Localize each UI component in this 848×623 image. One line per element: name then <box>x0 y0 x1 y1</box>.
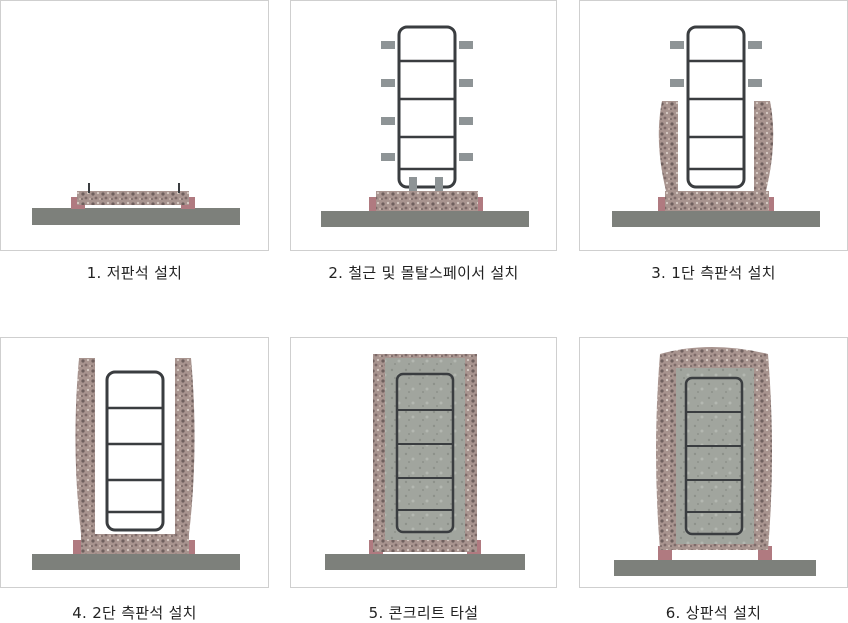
step-2-caption: 2. 철근 및 몰탈스페이서 설치 <box>328 264 519 282</box>
rebar-ties <box>397 409 453 511</box>
mortar-spacers <box>670 41 762 87</box>
ground-slab <box>321 211 529 227</box>
rebar-ties <box>399 59 455 171</box>
step-5-panel <box>290 337 557 588</box>
step-4-caption: 4. 2단 측판석 설치 <box>72 604 197 622</box>
ground-slab <box>612 211 820 227</box>
step-2-illustration <box>321 25 529 227</box>
step-3-caption: 3. 1단 측판석 설치 <box>651 264 776 282</box>
step-1-caption: 1. 저판석 설치 <box>86 264 183 282</box>
rebar-ties <box>107 406 163 514</box>
bottom-hooks <box>88 183 180 193</box>
step-4-illustration <box>32 358 240 570</box>
step-6-caption: 6. 상판석 설치 <box>665 604 762 622</box>
right-side-stone <box>754 101 774 191</box>
step-6-illustration <box>614 347 816 576</box>
right-side-stone <box>175 358 195 534</box>
rebar-cage <box>395 372 455 534</box>
bottom-slab-stone <box>665 191 769 211</box>
rebar-ties <box>688 59 744 171</box>
rebar-cage <box>686 25 746 189</box>
bottom-slab-stone <box>81 534 189 554</box>
step-5-illustration <box>325 354 525 570</box>
step-1-panel <box>0 0 269 251</box>
step-5-caption: 5. 콘크리트 타설 <box>368 604 479 622</box>
ground-slab <box>32 554 240 570</box>
bottom-slab-stone <box>77 191 189 205</box>
ground-slab <box>614 560 816 576</box>
rebar-cage <box>397 25 457 189</box>
step-1-illustration <box>32 183 240 225</box>
step-4-panel <box>0 337 269 588</box>
rebar-cage <box>105 370 165 532</box>
step-2-panel <box>290 0 557 251</box>
mortar-spacers <box>381 41 473 191</box>
bottom-slab-stone <box>376 191 478 211</box>
ground-slab <box>32 208 240 225</box>
ground-slab <box>325 554 525 570</box>
left-side-stone <box>75 358 95 534</box>
rebar-cage <box>684 376 744 536</box>
step-6-panel <box>579 337 848 588</box>
left-side-stone <box>658 101 678 191</box>
step-3-panel <box>579 0 848 251</box>
rebar-ties <box>686 411 742 513</box>
step-3-illustration <box>612 25 820 227</box>
